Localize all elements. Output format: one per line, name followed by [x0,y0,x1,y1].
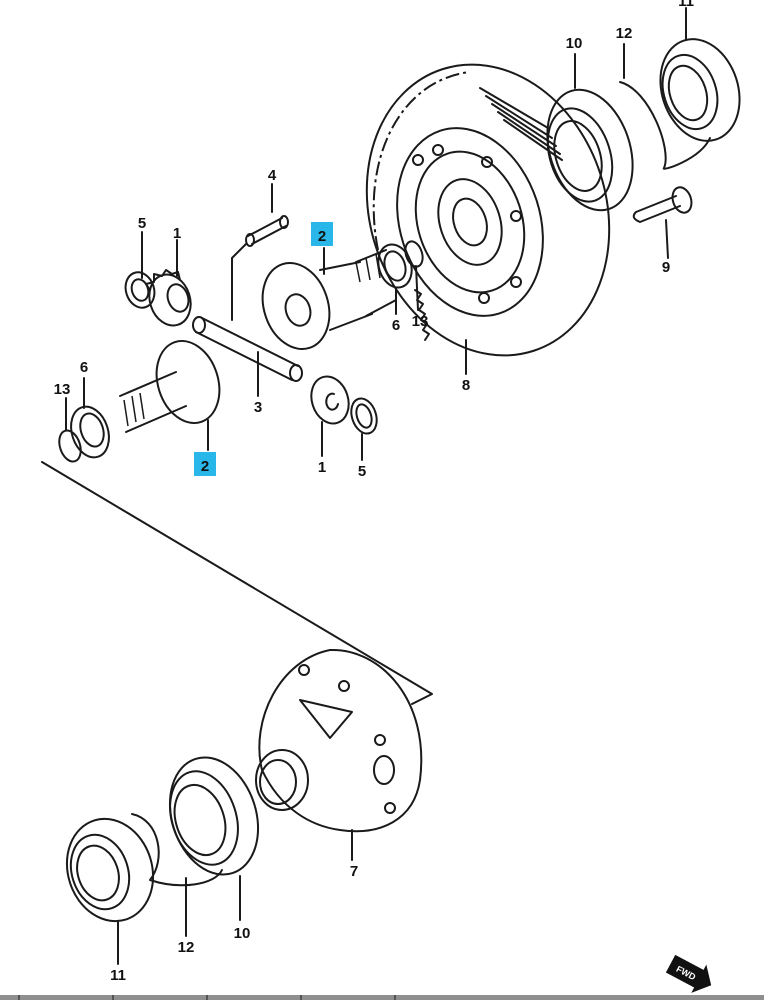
seal-right[interactable] [648,29,752,151]
callout-6-left[interactable]: 6 [80,359,88,376]
seal-left[interactable] [54,808,166,933]
callout-2-lower[interactable]: 2 [201,458,209,475]
callout-11-left[interactable]: 11 [110,967,126,984]
callout-2-upper[interactable]: 2 [318,228,326,245]
thrust-washer-right[interactable] [373,240,417,292]
bearing-left[interactable] [156,746,273,886]
callout-7[interactable]: 7 [350,863,358,880]
callout-1-bottom[interactable]: 1 [318,459,326,476]
side-gear-top[interactable] [143,269,197,331]
shim-right[interactable] [619,81,711,170]
strip-divider [112,995,114,1000]
highlight-box-lower [194,452,216,476]
callout-13-right[interactable]: 13 [412,313,429,330]
differential-case[interactable] [255,648,423,833]
highlight-box-upper [311,222,333,246]
callout-1-top[interactable]: 1 [173,225,181,242]
strip-divider [300,995,302,1000]
callout-9[interactable]: 9 [662,259,670,276]
forward-arrow-icon: FWD [665,954,712,993]
bearing-right[interactable] [533,79,647,222]
snap-ring-left[interactable] [56,428,85,465]
strip-divider [394,995,396,1000]
callout-6-right[interactable]: 6 [392,317,400,334]
callout-10-right[interactable]: 10 [566,35,583,52]
shaft[interactable] [192,316,303,382]
callout-5-bottom[interactable]: 5 [358,463,366,480]
callout-8[interactable]: 8 [462,377,470,394]
callout-3[interactable]: 3 [254,399,262,416]
bottom-scrollbar-strip[interactable] [0,995,764,1000]
snap-ring-right[interactable] [402,239,425,269]
washer-bottom[interactable] [347,395,381,437]
ring-gear[interactable] [330,33,646,387]
strip-divider [206,995,208,1000]
pin[interactable] [245,215,289,247]
callout-4[interactable]: 4 [268,167,277,184]
callout-12-right[interactable]: 12 [616,25,633,42]
washer-top[interactable] [121,269,159,312]
side-gear-bottom[interactable] [305,372,354,429]
callout-13-left[interactable]: 13 [54,381,71,398]
callout-11-right[interactable]: 11 [678,0,694,10]
leader-lines [65,7,687,965]
group-bracket-line [41,461,433,705]
callout-10-left[interactable]: 10 [234,925,251,942]
bolt[interactable] [632,185,695,223]
diff-gear-lower[interactable] [119,333,230,433]
shim-left[interactable] [131,813,223,887]
strip-divider [18,995,20,1000]
callout-12-left[interactable]: 12 [178,939,195,956]
callout-5-top[interactable]: 5 [138,215,146,232]
thrust-washer-left[interactable] [65,402,115,463]
